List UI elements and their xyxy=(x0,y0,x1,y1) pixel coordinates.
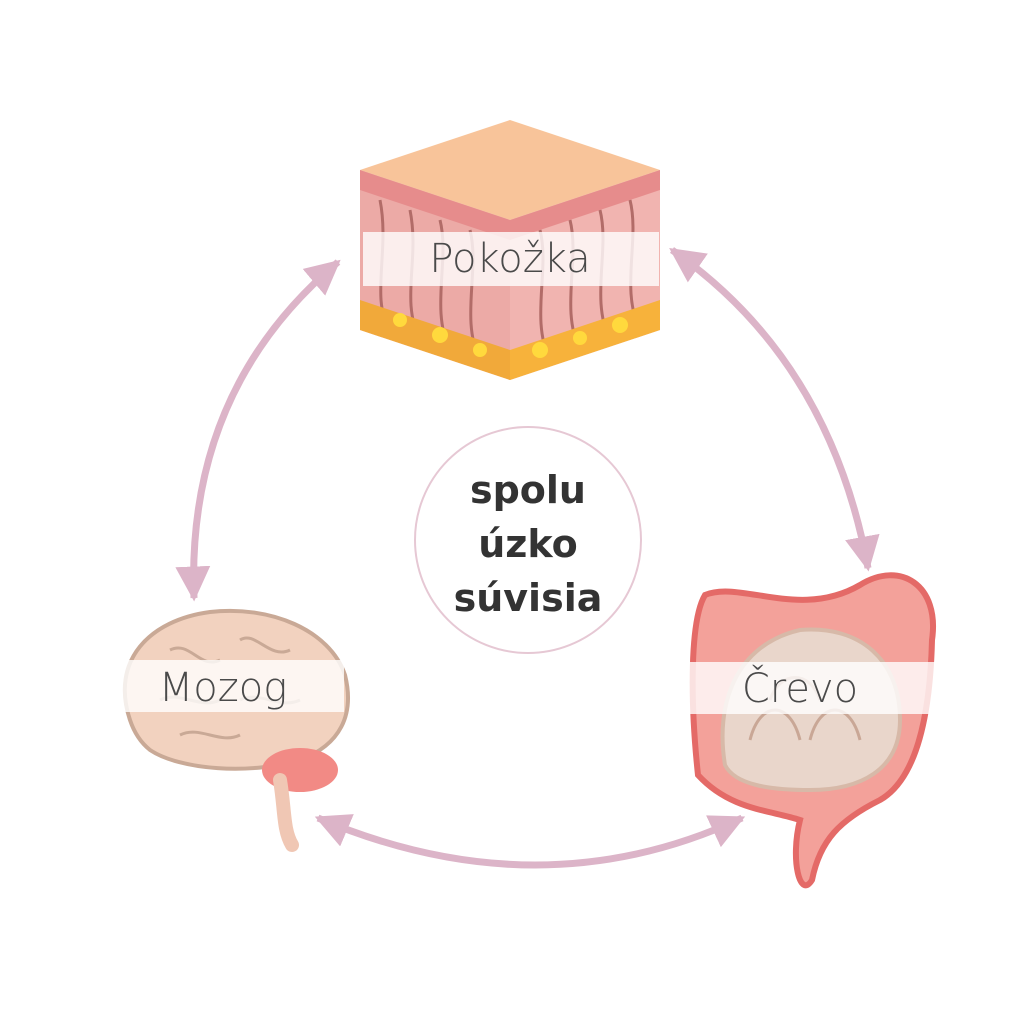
arrow-skin-gut xyxy=(669,247,880,572)
label-band-brain xyxy=(118,660,344,712)
label-band-skin xyxy=(363,232,659,286)
center-line-2: úzko xyxy=(478,522,578,566)
brain-illustration xyxy=(122,608,350,852)
gut-illustration xyxy=(689,572,937,889)
center-circle xyxy=(414,426,642,654)
label-brain: Mozog xyxy=(159,665,287,711)
label-band-gut xyxy=(674,662,936,714)
arrows xyxy=(175,247,880,869)
center-line-1: spolu xyxy=(470,468,586,512)
label-gut: Črevo xyxy=(742,664,858,712)
arrow-brain-skin xyxy=(175,259,341,602)
label-skin: Pokožka xyxy=(429,236,590,282)
center-line-3: súvisia xyxy=(454,576,603,620)
arrow-gut-brain xyxy=(314,814,746,869)
